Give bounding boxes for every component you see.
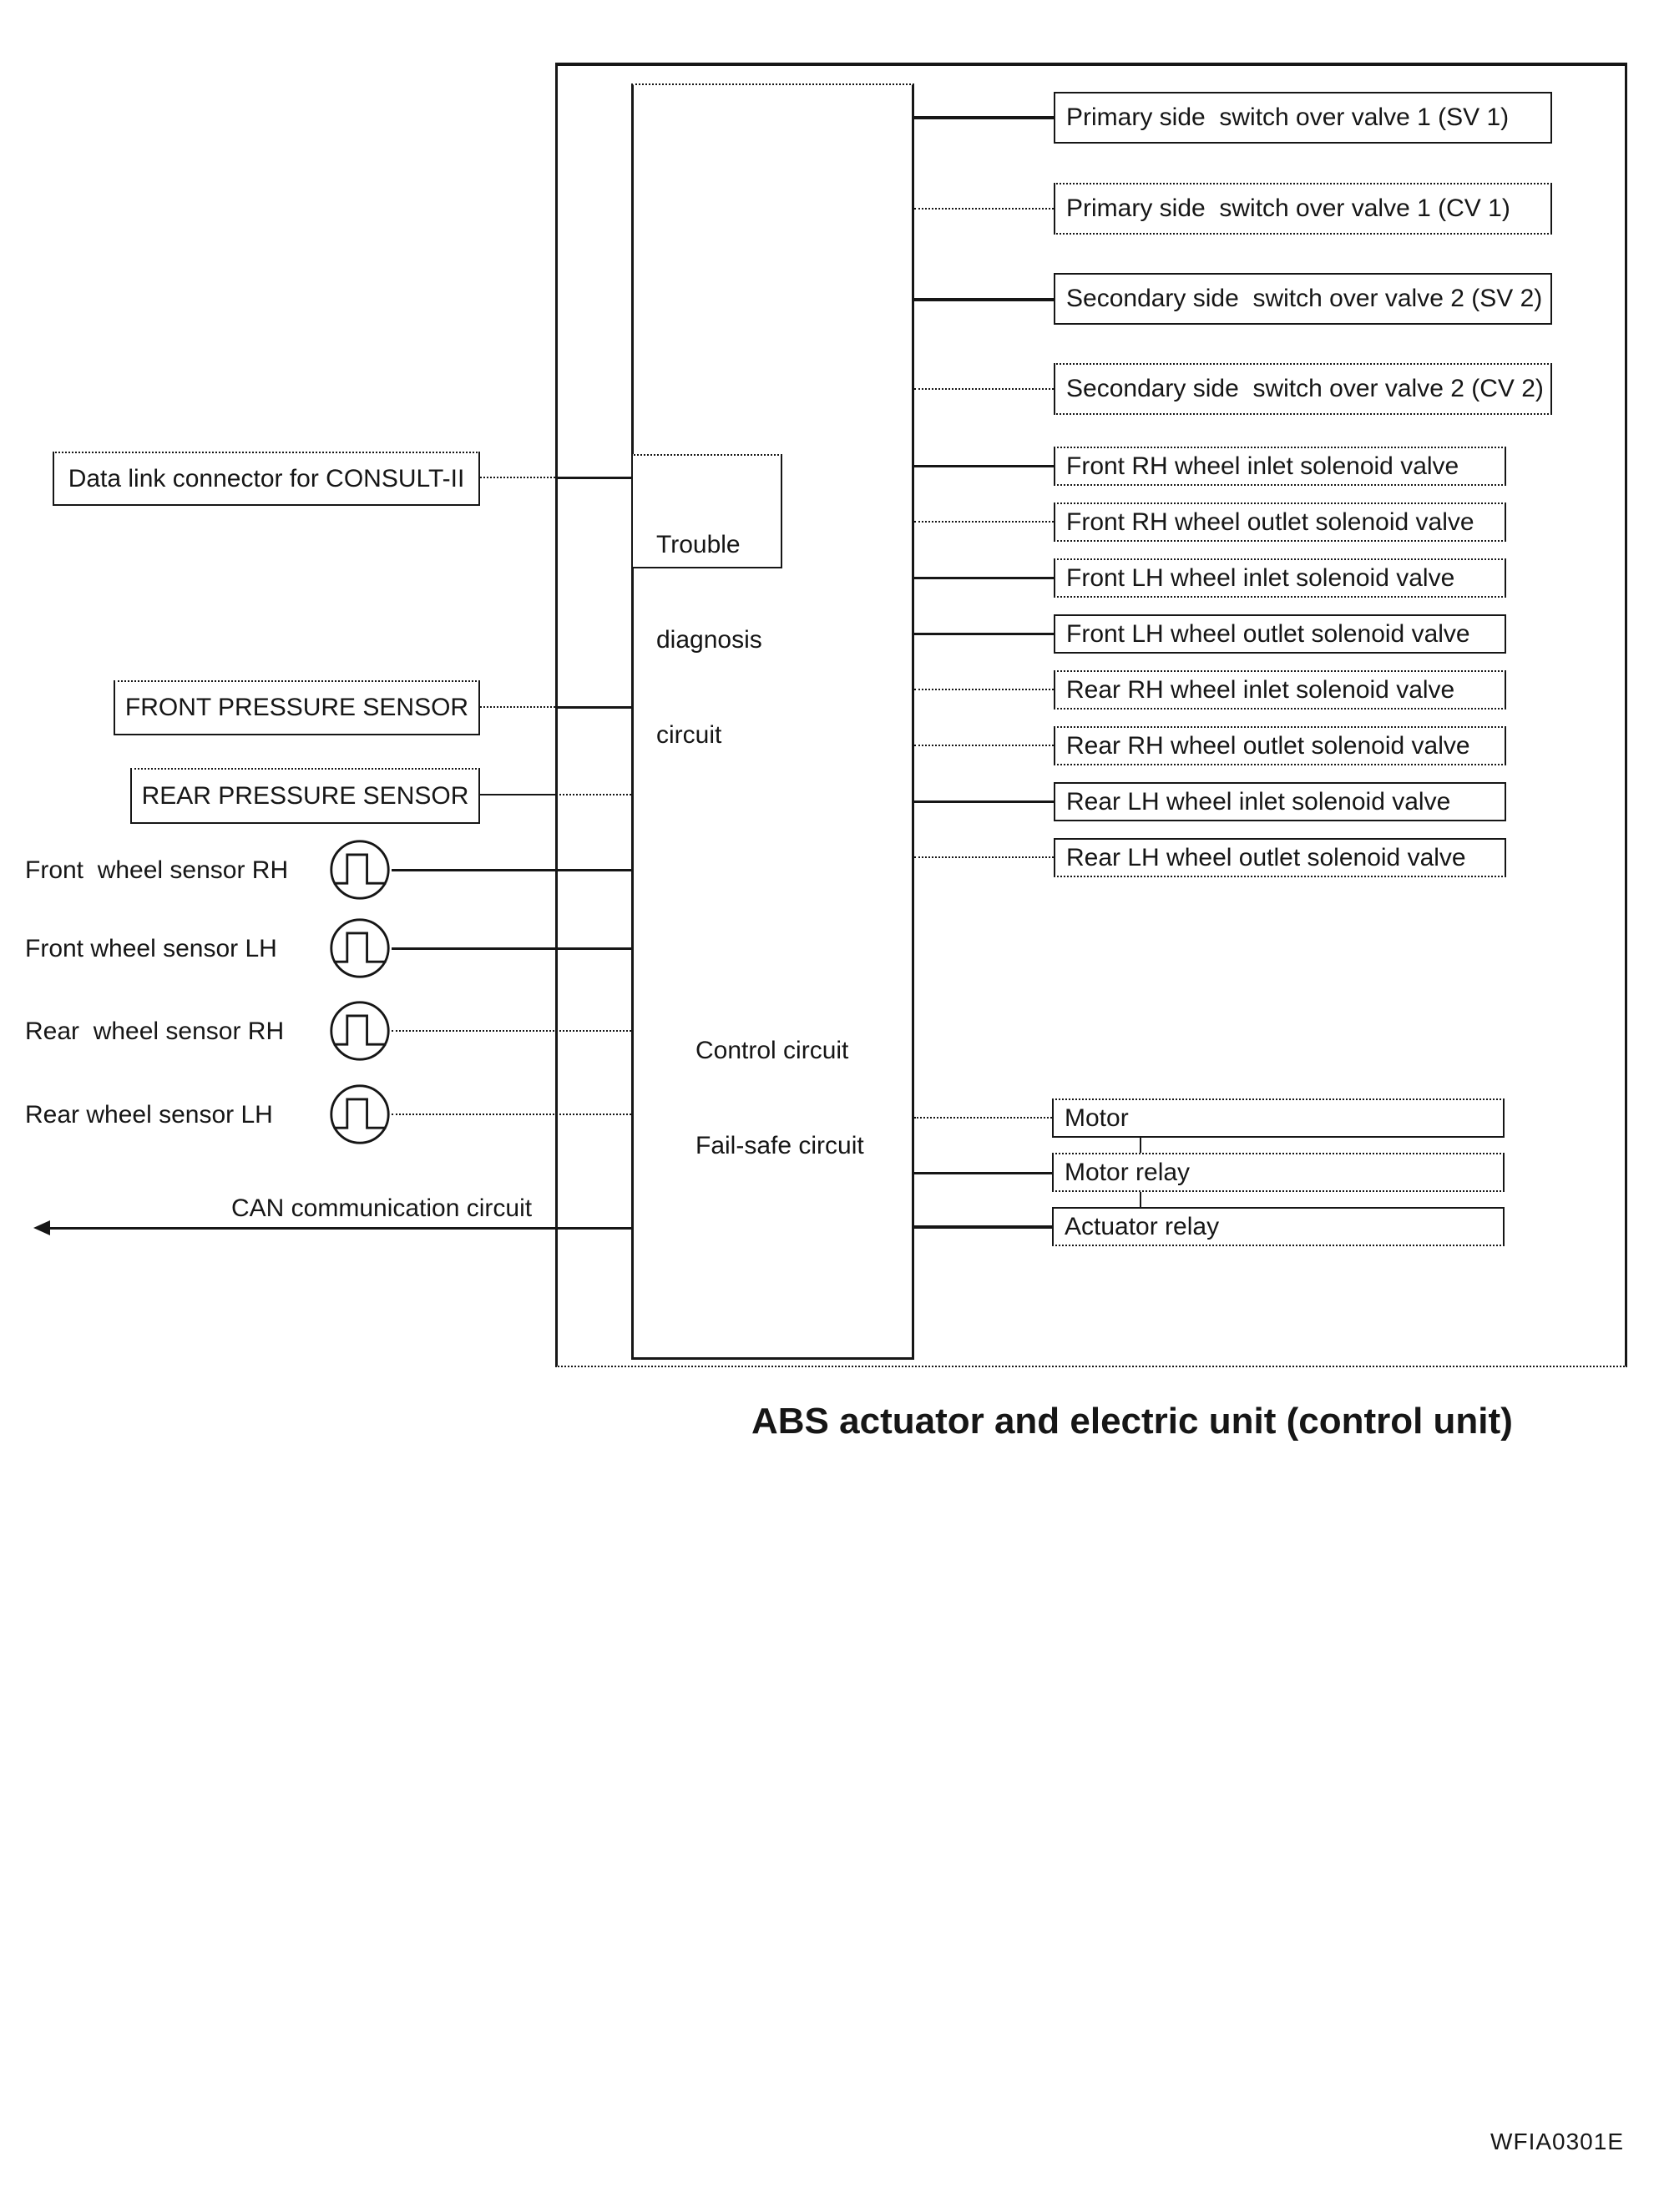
can-communication-line bbox=[47, 1227, 631, 1230]
connector-line bbox=[480, 794, 555, 795]
connector-line bbox=[914, 633, 1054, 635]
trouble-diagnosis-box: Trouble diagnosis circuit bbox=[631, 454, 782, 749]
connector-line bbox=[914, 1225, 1052, 1229]
wheel-sensor-label: Rear wheel sensor RH bbox=[25, 1018, 285, 1045]
solenoid-valve-label: Front LH wheel inlet solenoid valve bbox=[1066, 563, 1455, 592]
motor-relay-label: Motor relay bbox=[1065, 1158, 1191, 1186]
valve-box: Secondary side switch over valve 2 (SV 2… bbox=[1054, 273, 1552, 325]
connector-line bbox=[480, 477, 555, 478]
connector-line bbox=[392, 1030, 631, 1032]
connector-line bbox=[555, 706, 631, 709]
connector-line bbox=[914, 521, 1054, 523]
arrow-left-icon bbox=[33, 1220, 50, 1235]
connector-line bbox=[914, 856, 1054, 858]
solenoid-valve-box: Front LH wheel outlet solenoid valve bbox=[1054, 614, 1506, 654]
motor-box: Motor bbox=[1052, 1098, 1505, 1138]
connector-line bbox=[914, 298, 1054, 301]
solenoid-valve-box: Rear LH wheel inlet solenoid valve bbox=[1054, 782, 1506, 821]
front-pressure-sensor-box: FRONT PRESSURE SENSOR bbox=[114, 680, 480, 735]
data-link-connector-label: Data link connector for CONSULT-II bbox=[68, 464, 465, 492]
solenoid-valve-box: Front RH wheel inlet solenoid valve bbox=[1054, 447, 1506, 486]
diagram-caption: ABS actuator and electric unit (control … bbox=[751, 1401, 1513, 1442]
connector-line bbox=[914, 388, 1054, 390]
connector-line bbox=[392, 869, 631, 871]
connector-line bbox=[555, 794, 631, 795]
valve-box: Primary side switch over valve 1 (CV 1) bbox=[1054, 183, 1552, 235]
front-pressure-sensor-label: FRONT PRESSURE SENSOR bbox=[124, 694, 469, 721]
connector-line bbox=[914, 689, 1054, 690]
pulse-wave-circle-icon bbox=[330, 840, 390, 900]
valve-box-label: Secondary side switch over valve 2 (SV 2… bbox=[1066, 285, 1543, 312]
solenoid-valve-label: Rear LH wheel outlet solenoid valve bbox=[1066, 843, 1466, 871]
solenoid-valve-box: Rear RH wheel outlet solenoid valve bbox=[1054, 726, 1506, 765]
rear-pressure-sensor-label: REAR PRESSURE SENSOR bbox=[141, 781, 469, 810]
wheel-sensor-label: Front wheel sensor RH bbox=[25, 856, 289, 884]
figure-code: WFIA0301E bbox=[1490, 2129, 1624, 2154]
connector-line bbox=[392, 947, 631, 950]
valve-box: Secondary side switch over valve 2 (CV 2… bbox=[1054, 363, 1552, 415]
valve-box-label: Secondary side switch over valve 2 (CV 2… bbox=[1066, 375, 1544, 402]
solenoid-valve-label: Front RH wheel outlet solenoid valve bbox=[1066, 508, 1474, 536]
trouble-line: Trouble bbox=[656, 531, 741, 558]
connector-line bbox=[1140, 1192, 1141, 1207]
connector-line bbox=[914, 745, 1054, 746]
pulse-wave-circle-icon bbox=[330, 1084, 390, 1144]
connector-line bbox=[914, 800, 1054, 803]
connector-line bbox=[914, 116, 1054, 119]
solenoid-valve-box: Rear RH wheel inlet solenoid valve bbox=[1054, 670, 1506, 710]
rear-pressure-sensor-box: REAR PRESSURE SENSOR bbox=[130, 768, 480, 824]
actuator-relay-label: Actuator relay bbox=[1065, 1212, 1220, 1240]
solenoid-valve-label: Front LH wheel outlet solenoid valve bbox=[1066, 619, 1470, 648]
trouble-line: circuit bbox=[656, 721, 722, 749]
trouble-line: diagnosis bbox=[656, 626, 762, 654]
solenoid-valve-box: Front LH wheel inlet solenoid valve bbox=[1054, 558, 1506, 598]
valve-box: Primary side switch over valve 1 (SV 1) bbox=[1054, 92, 1552, 144]
solenoid-valve-label: Rear RH wheel outlet solenoid valve bbox=[1066, 731, 1470, 760]
connector-line bbox=[914, 465, 1054, 467]
connector-line bbox=[555, 477, 631, 479]
pulse-wave-circle-icon bbox=[330, 918, 390, 978]
control-circuit-outline bbox=[631, 83, 914, 1360]
solenoid-valve-label: Rear RH wheel inlet solenoid valve bbox=[1066, 675, 1455, 704]
valve-box-label: Primary side switch over valve 1 (SV 1) bbox=[1066, 104, 1510, 131]
connector-line bbox=[392, 1114, 631, 1115]
actuator-relay-box: Actuator relay bbox=[1052, 1207, 1505, 1246]
valve-box-label: Primary side switch over valve 1 (CV 1) bbox=[1066, 194, 1510, 222]
pulse-wave-circle-icon bbox=[330, 1001, 390, 1061]
connector-line bbox=[914, 577, 1054, 579]
solenoid-valve-label: Rear LH wheel inlet solenoid valve bbox=[1066, 787, 1451, 816]
solenoid-valve-box: Front RH wheel outlet solenoid valve bbox=[1054, 502, 1506, 542]
abs-unit-outline bbox=[555, 63, 1627, 1367]
motor-box-label: Motor bbox=[1065, 1103, 1129, 1132]
connector-line bbox=[914, 1117, 1052, 1119]
connector-line bbox=[1140, 1138, 1141, 1153]
can-communication-label: CAN communication circuit bbox=[231, 1194, 533, 1222]
solenoid-valve-box: Rear LH wheel outlet solenoid valve bbox=[1054, 838, 1506, 877]
wheel-sensor-label: Front wheel sensor LH bbox=[25, 935, 277, 962]
connector-line bbox=[914, 208, 1054, 210]
motor-relay-box: Motor relay bbox=[1052, 1153, 1505, 1192]
data-link-connector-box: Data link connector for CONSULT-II bbox=[53, 452, 480, 506]
control-circuit-label: Control circuit Fail-safe circuit bbox=[695, 1037, 864, 1159]
connector-line bbox=[480, 706, 555, 708]
connector-line bbox=[914, 1172, 1052, 1174]
solenoid-valve-label: Front RH wheel inlet solenoid valve bbox=[1066, 452, 1459, 480]
wheel-sensor-label: Rear wheel sensor LH bbox=[25, 1101, 273, 1129]
